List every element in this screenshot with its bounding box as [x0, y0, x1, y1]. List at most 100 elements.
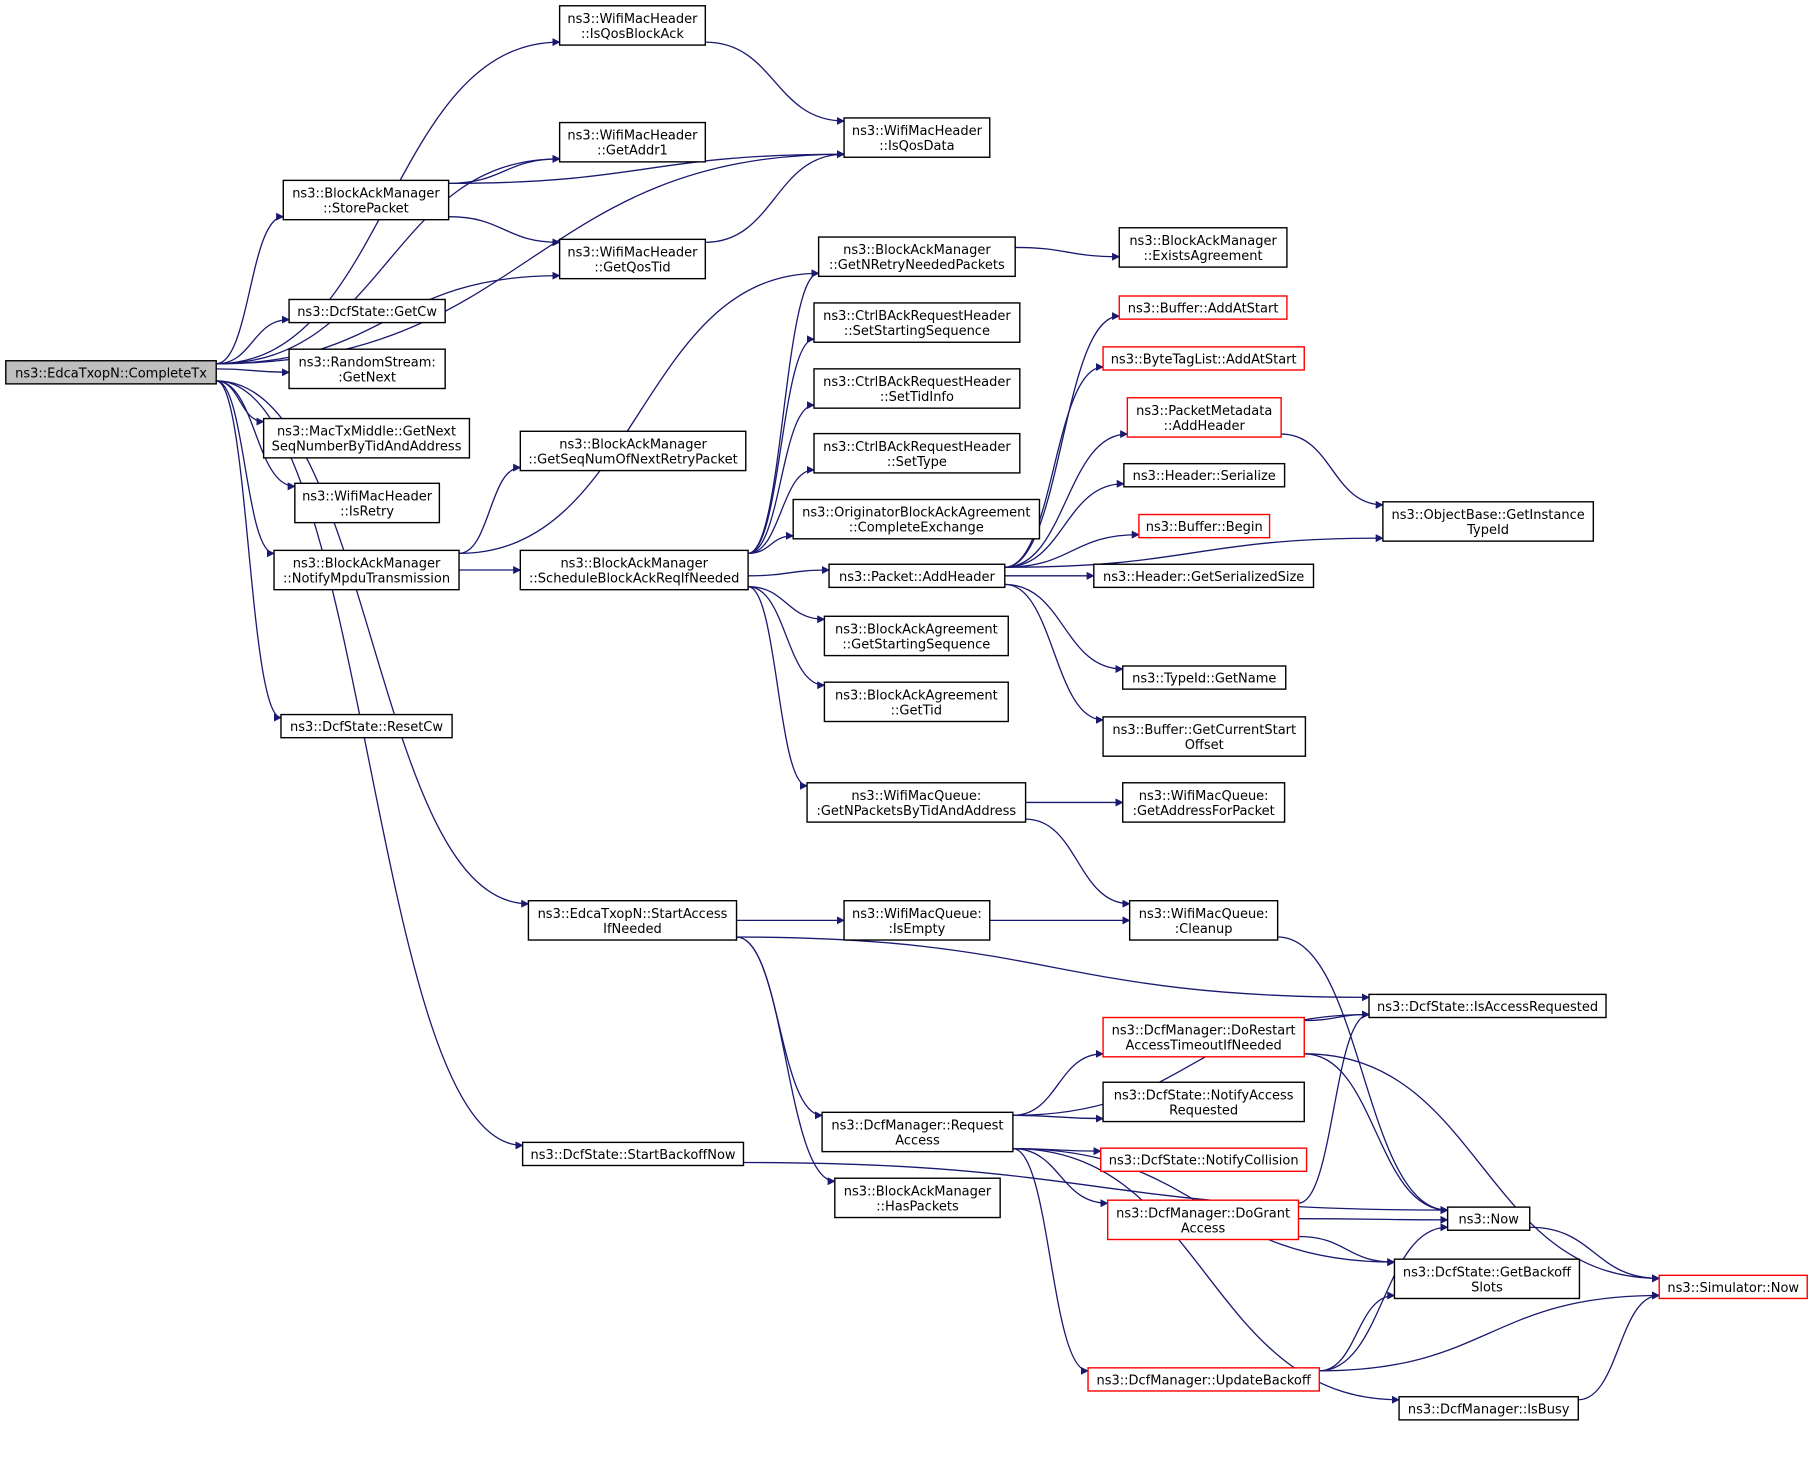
node-queue-cleanup[interactable]: ns3::WifiMacQueue::Cleanup	[1128, 900, 1279, 941]
node-get-n-packets-by-tid[interactable]: ns3::WifiMacQueue::GetNPacketsByTidAndAd…	[806, 782, 1027, 823]
node-is-qos-block-ack[interactable]: ns3::WifiMacHeader::IsQosBlockAck	[558, 5, 707, 46]
node-label: SeqNumberByTidAndAddress	[272, 440, 462, 455]
node-ba-get-starting-seq[interactable]: ns3::BlockAckAgreement::GetStartingSeque…	[823, 615, 1009, 657]
node-queue-is-empty[interactable]: ns3::WifiMacQueue::IsEmpty	[843, 900, 991, 941]
node-label: Access	[1181, 1221, 1226, 1236]
node-get-qos-tid[interactable]: ns3::WifiMacHeader::GetQosTid	[558, 238, 707, 280]
node-start-backoff-now[interactable]: ns3::DcfState::StartBackoffNow	[521, 1141, 745, 1167]
node-packet-add-header[interactable]: ns3::Packet::AddHeader	[828, 563, 1006, 589]
node-get-next-seq[interactable]: ns3::MacTxMiddle::GetNextSeqNumberByTidA…	[262, 417, 471, 459]
node-is-retry[interactable]: ns3::WifiMacHeader::IsRetry	[294, 482, 441, 524]
node-label: ns3::ObjectBase::GetInstance	[1391, 508, 1584, 523]
node-reset-cw[interactable]: ns3::DcfState::ResetCw	[280, 713, 453, 739]
node-has-packets[interactable]: ns3::BlockAckManager::HasPackets	[834, 1177, 1001, 1219]
node-get-next[interactable]: ns3::RandomStream::GetNext	[288, 348, 446, 390]
node-buffer-add-at-start[interactable]: ns3::Buffer::AddAtStart	[1118, 295, 1288, 320]
node-complete-exchange[interactable]: ns3::OriginatorBlockAckAgreement::Comple…	[792, 498, 1041, 540]
node-buffer-begin[interactable]: ns3::Buffer::Begin	[1138, 513, 1271, 539]
node-label: :Cleanup	[1175, 922, 1233, 937]
node-get-addr1[interactable]: ns3::WifiMacHeader::GetAddr1	[558, 121, 707, 163]
node-label: ::IsQosBlockAck	[581, 27, 684, 42]
node-get-address-for-packet[interactable]: ns3::WifiMacQueue::GetAddressForPacket	[1122, 782, 1286, 823]
node-is-busy[interactable]: ns3::DcfManager::IsBusy	[1398, 1396, 1579, 1421]
call-edge	[747, 335, 815, 555]
node-get-seq-num-next-retry[interactable]: ns3::BlockAckManager::GetSeqNumOfNextRet…	[519, 430, 747, 472]
node-label: ns3::BlockAckManager	[293, 557, 441, 572]
node-exists-agreement[interactable]: ns3::BlockAckManager::ExistsAgreement	[1118, 227, 1288, 268]
node-box	[1122, 665, 1287, 690]
node-label: ns3::DcfManager::IsBusy	[1408, 1402, 1570, 1417]
node-label: ::CompleteExchange	[849, 521, 984, 536]
node-label: ns3::DcfState::IsAccessRequested	[1377, 1000, 1598, 1015]
node-label: ns3::TypeId::GetName	[1132, 672, 1276, 687]
node-label: ::ScheduleBlockAckReqIfNeeded	[529, 572, 739, 587]
node-box	[823, 681, 1009, 723]
node-is-qos-data[interactable]: ns3::WifiMacHeader::IsQosData	[843, 117, 991, 158]
node-notify-mpdu[interactable]: ns3::BlockAckManager::NotifyMpduTransmis…	[273, 549, 460, 591]
node-label: ns3::DcfState::ResetCw	[290, 720, 443, 735]
node-label: ns3::CtrlBAckRequestHeader	[823, 309, 1011, 324]
call-edge	[1004, 534, 1384, 568]
node-get-cw[interactable]: ns3::DcfState::GetCw	[288, 298, 446, 324]
node-box	[521, 1141, 745, 1167]
call-edge	[1012, 1010, 1370, 1116]
node-label: ::SetTidInfo	[880, 390, 954, 405]
node-set-type[interactable]: ns3::CtrlBAckRequestHeader::SetType	[813, 432, 1021, 474]
node-box	[262, 417, 471, 459]
node-schedule-bar[interactable]: ns3::BlockAckManager::ScheduleBlockAckRe…	[519, 549, 749, 591]
call-edge	[736, 936, 836, 1186]
node-label: ns3::Buffer::AddAtStart	[1128, 302, 1279, 317]
node-label: ns3::BlockAckAgreement	[835, 622, 998, 637]
call-edge	[1298, 1235, 1396, 1267]
node-box	[294, 482, 441, 524]
node-label: Requested	[1169, 1103, 1238, 1118]
node-typeid-get-name[interactable]: ns3::TypeId::GetName	[1122, 665, 1287, 690]
node-do-restart-access-timeout[interactable]: ns3::DcfManager::DoRestartAccessTimeoutI…	[1102, 1016, 1305, 1058]
node-store-packet[interactable]: ns3::BlockAckManager::StorePacket	[282, 179, 450, 221]
node-label: IfNeeded	[603, 922, 662, 937]
node-header-get-serialized-size[interactable]: ns3::Header::GetSerializedSize	[1093, 563, 1315, 589]
node-label: ::SetStartingSequence	[844, 324, 990, 339]
node-box	[1658, 1274, 1808, 1300]
node-simulator-now[interactable]: ns3::Simulator::Now	[1658, 1274, 1808, 1300]
node-update-backoff[interactable]: ns3::DcfManager::UpdateBackoff	[1087, 1367, 1320, 1392]
node-box	[834, 1177, 1001, 1219]
node-ba-get-tid[interactable]: ns3::BlockAckAgreement::GetTid	[823, 681, 1009, 723]
node-get-n-retry[interactable]: ns3::BlockAckManager::GetNRetryNeededPac…	[817, 236, 1016, 278]
call-edge	[458, 463, 522, 555]
node-box	[1446, 1206, 1531, 1231]
node-header-serialize[interactable]: ns3::Header::Serialize	[1123, 462, 1286, 488]
node-label: :IsEmpty	[888, 922, 945, 937]
node-is-access-requested[interactable]: ns3::DcfState::IsAccessRequested	[1368, 993, 1607, 1019]
node-label: ns3::DcfManager::DoRestart	[1112, 1024, 1296, 1039]
node-label: ns3::DcfState::GetCw	[297, 305, 437, 320]
node-label: :GetNext	[338, 370, 396, 385]
node-label: ::GetSeqNumOfNextRetryPacket	[528, 452, 737, 467]
node-packetmetadata-add-header[interactable]: ns3::PacketMetadata::AddHeader	[1126, 397, 1282, 438]
node-box	[823, 615, 1009, 657]
node-box	[282, 179, 450, 221]
node-bytetaglist-add-at-start[interactable]: ns3::ByteTagList::AddAtStart	[1102, 346, 1305, 371]
node-label: ns3::WifiMacHeader	[852, 124, 983, 139]
call-edge	[216, 154, 561, 365]
node-now[interactable]: ns3::Now	[1446, 1206, 1531, 1231]
call-edge	[1004, 583, 1104, 724]
node-set-starting-seq[interactable]: ns3::CtrlBAckRequestHeader::SetStartingS…	[813, 302, 1021, 343]
call-edge	[459, 269, 820, 555]
node-label: Slots	[1471, 1280, 1503, 1295]
node-box	[821, 1111, 1014, 1153]
node-label: ns3::Now	[1458, 1213, 1519, 1228]
node-complete-tx[interactable]: ns3::EdcaTxopN::CompleteTx	[5, 360, 217, 385]
node-box	[1100, 1147, 1308, 1172]
node-notify-collision[interactable]: ns3::DcfState::NotifyCollision	[1100, 1147, 1308, 1172]
call-edge	[1304, 1053, 1449, 1215]
node-set-tid-info[interactable]: ns3::CtrlBAckRequestHeader::SetTidInfo	[813, 368, 1021, 409]
